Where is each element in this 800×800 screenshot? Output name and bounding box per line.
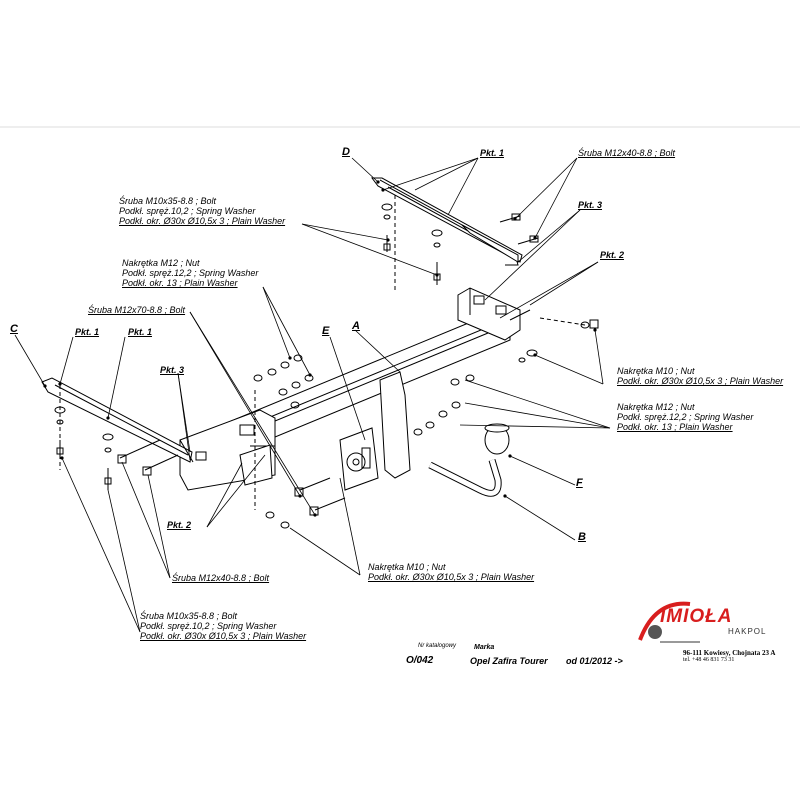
label-line: Podkł. spręż.10,2 ; Spring Washer (119, 206, 256, 216)
tow-ball-b (428, 423, 510, 497)
brand-logo-sub: HAKPOL (728, 627, 767, 636)
label-pkt3-top: Pkt. 3 (578, 200, 603, 210)
part-c-fasteners (54, 385, 179, 490)
label-line: Podkł. okr. Ø30x Ø10,5x 3 ; Plain Washer (617, 376, 784, 386)
label-line: Podkł. okr. 13 ; Plain Washer (617, 422, 733, 432)
arrowheads (43, 180, 597, 517)
label-pkt3-left: Pkt. 3 (160, 365, 185, 375)
brand-label: Marka (474, 644, 495, 651)
label-line: Podkł. okr. Ø30x Ø10,5x 3 ; Plain Washer (140, 631, 307, 641)
date-value: od 01/2012 -> (566, 656, 623, 666)
label-pkt2-left: Pkt. 2 (167, 520, 192, 530)
label-line: Podkł. okr. 13 ; Plain Washer (122, 278, 238, 288)
company-address: 96-111 Kowiesy, Chojnata 23 A (683, 649, 776, 657)
label-line: Nakrętka M10 ; Nut (368, 562, 446, 572)
logo-mark (638, 601, 700, 643)
right-mount-plate (457, 287, 531, 341)
hook-mount-e (339, 371, 411, 491)
catalog-value: O/042 (406, 655, 434, 666)
part-letter-a: A (352, 320, 360, 332)
part-d-fasteners (381, 195, 539, 290)
label-pkt2-top: Pkt. 2 (600, 250, 625, 260)
part-c-bracket (41, 377, 194, 463)
part-letter-b: B (578, 531, 586, 543)
label-pkt1-c2: Pkt. 1 (128, 327, 153, 337)
part-letter-c: C (10, 323, 18, 335)
label-bolt-m10-c: Śruba M10x35-8.8 ; Bolt Podkł. spręż.10,… (140, 611, 306, 641)
brand-logo-text: IMIOŁA (660, 606, 733, 627)
label-bolt-m12x70: Śruba M12x70-8.8 ; Bolt (88, 305, 186, 315)
leader-lines (14, 157, 611, 633)
label-pkt1-top: Pkt. 1 (480, 148, 505, 158)
brand-value: Opel Zafira Tourer (470, 656, 548, 666)
part-d-bracket (371, 177, 523, 266)
label-line: Śruba M10x35-8.8 ; Bolt (119, 196, 217, 206)
label-nut-m10-right: Nakrętka M10 ; Nut Podkł. okr. Ø30x Ø10,… (617, 366, 783, 386)
label-line: Podkł. spręż.12,2 ; Spring Washer (122, 268, 259, 278)
part-letter-d: D (342, 146, 350, 158)
label-nut-m10-bottom: Nakrętka M10 ; Nut Podkł. okr. Ø30x Ø10,… (368, 562, 534, 582)
label-bolt-m10-d: Śruba M10x35-8.8 ; Bolt Podkł. spręż.10,… (119, 196, 285, 226)
right-fastener-stacks (413, 317, 599, 436)
label-line: Nakrętka M12 ; Nut (122, 258, 200, 268)
label-line: Podkł. okr. Ø30x Ø10,5x 3 ; Plain Washer (368, 572, 535, 582)
label-line: Podkł. spręż.10,2 ; Spring Washer (140, 621, 277, 631)
label-bolt-m12x40-bottom: Śruba M12x40-8.8 ; Bolt (172, 573, 270, 583)
part-letter-e: E (322, 325, 330, 337)
label-line: Podkł. okr. Ø30x Ø10,5x 3 ; Plain Washer (119, 216, 286, 226)
company-phone: tel. +48 46 831 73 31 (683, 657, 735, 663)
label-nut-m12-left: Nakrętka M12 ; Nut Podkł. spręż.12,2 ; S… (122, 258, 258, 288)
label-bolt-m12x40-top: Śruba M12x40-8.8 ; Bolt (578, 148, 676, 158)
label-line: Nakrętka M10 ; Nut (617, 366, 695, 376)
left-mount-plate (179, 409, 276, 491)
label-line: Podkł. spręż.12,2 ; Spring Washer (617, 412, 754, 422)
part-letter-f: F (576, 477, 583, 489)
label-line: Nakrętka M12 ; Nut (617, 402, 695, 412)
catalog-label: Nr katalogowy (418, 643, 457, 649)
label-line: Śruba M10x35-8.8 ; Bolt (140, 611, 238, 621)
label-pkt1-c1: Pkt. 1 (75, 327, 100, 337)
label-nut-m12-right: Nakrętka M12 ; Nut Podkł. spręż.12,2 ; S… (617, 402, 753, 432)
